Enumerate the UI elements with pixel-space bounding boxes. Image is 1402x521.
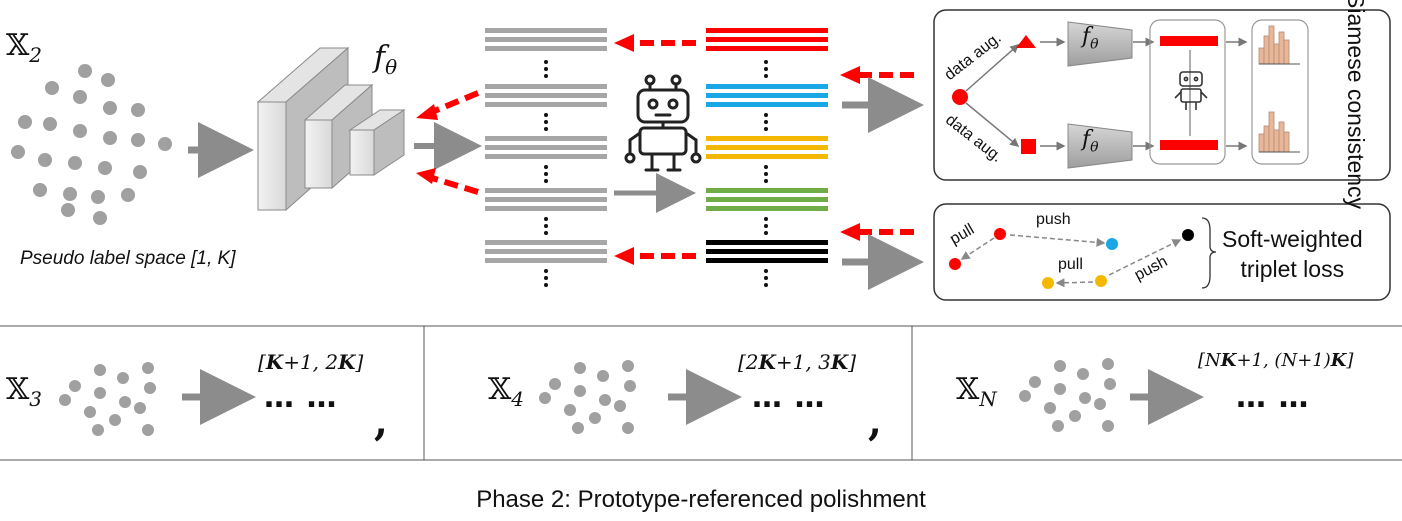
dataset-x3-label: 𝕏3 xyxy=(6,372,43,411)
range-x4: [2K+1, 3K] xyxy=(738,350,857,374)
figure-caption: Phase 2: Prototype-referenced polishment xyxy=(476,486,926,513)
network-arrows xyxy=(414,90,482,195)
network-f-theta xyxy=(256,46,406,212)
robot-icon xyxy=(624,74,702,172)
comma-2: , xyxy=(868,398,882,445)
dataset-x4-label: 𝕏4 xyxy=(488,372,525,411)
gray-bar-ellipsis xyxy=(544,60,548,287)
ellipsis-xn: … … xyxy=(1236,380,1310,415)
prototype-bars xyxy=(706,28,828,287)
siamese-f-bottom: fθ xyxy=(1082,127,1099,156)
pseudo-label-space: Pseudo label space [1, K] xyxy=(20,248,236,269)
bottom-panel-lines xyxy=(0,325,1402,461)
siamese-title: Siamese consistency xyxy=(1343,0,1369,210)
prototype-to-feature-arrows xyxy=(614,34,696,265)
network-label: fθ xyxy=(374,40,398,79)
dataset-xn-label: 𝕏N xyxy=(956,372,997,411)
ellipsis-x3: … … xyxy=(264,380,338,415)
dataset-x3-dots xyxy=(59,362,156,436)
dataset-x2-label: 𝕏2 xyxy=(6,28,43,67)
range-x3: [K+1, 2K] xyxy=(258,350,364,374)
ellipsis-x4: … … xyxy=(752,380,826,415)
dataset-x2-dots xyxy=(11,64,172,225)
dataset-xn-dots xyxy=(1019,358,1116,432)
dataset-x4-dots xyxy=(539,360,636,434)
right-arrows xyxy=(840,66,924,290)
triplet-loss-box xyxy=(933,203,1391,301)
siamese-consistency-box xyxy=(933,9,1391,181)
range-xn: [NK+1, (N+1)K] xyxy=(1198,350,1354,371)
pull-label-2: pull xyxy=(1058,256,1083,273)
siamese-f-top: fθ xyxy=(1082,24,1099,53)
comma-1: , xyxy=(374,398,388,445)
push-label-1: push xyxy=(1036,211,1071,228)
gray-feature-bars xyxy=(485,28,607,263)
